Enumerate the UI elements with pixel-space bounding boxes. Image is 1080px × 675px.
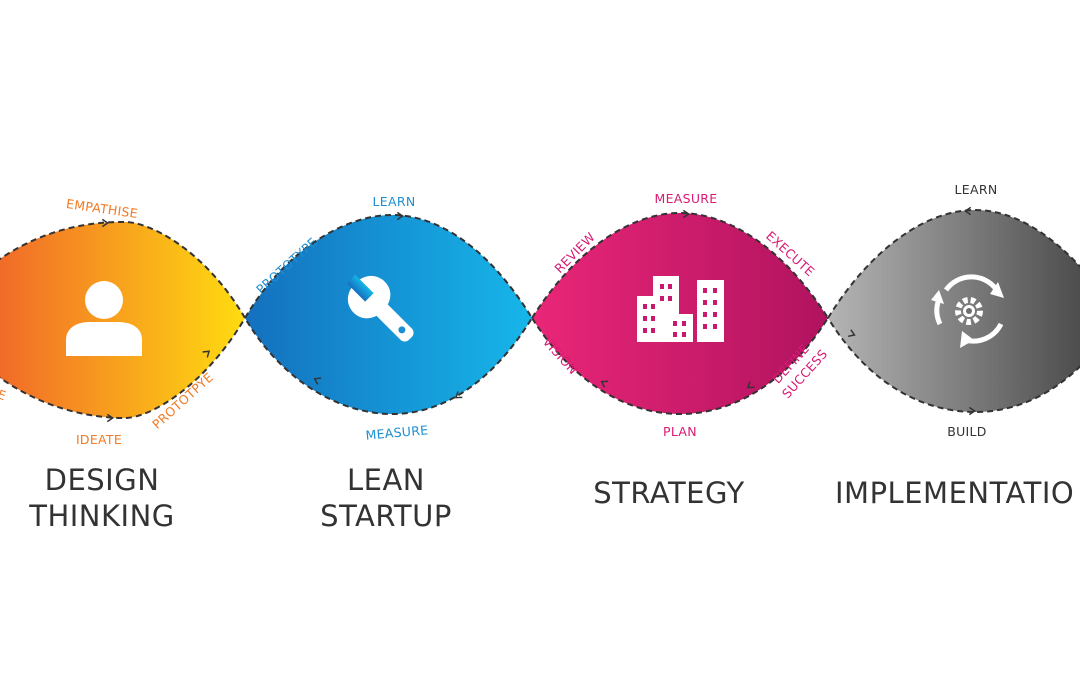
label-build: BUILD <box>947 424 987 439</box>
label-clipped-left: E <box>0 386 8 403</box>
phase-title-lean-line2: STARTUP <box>320 499 452 533</box>
phase-title-design-line1: DESIGN <box>45 463 160 497</box>
lean-startup-dashed-outline <box>243 213 534 416</box>
wrench-icon <box>346 274 414 342</box>
implementation-shape <box>828 210 1080 412</box>
phase-strategy: MEASURE REVIEW EXECUTE VISION DEFINE SUC… <box>530 191 830 510</box>
phase-title-implementation: IMPLEMENTATIO <box>835 476 1074 510</box>
phase-lean-startup: LEARN PROTOTYPE MEASURE LEAN STARTUP <box>243 194 534 533</box>
label-plan: PLAN <box>663 424 697 439</box>
phase-design-thinking: EMPATHISE IDEATE PROTOTPYE E DESIGN THIN… <box>0 196 247 533</box>
label-learn-impl: LEARN <box>955 182 998 197</box>
implementation-dashed-outline <box>826 208 1080 414</box>
label-measure-strategy: MEASURE <box>654 191 717 206</box>
label-measure: MEASURE <box>365 422 429 442</box>
design-thinking-shape <box>0 222 245 418</box>
person-icon <box>66 281 142 356</box>
gear-cycle-icon <box>931 274 1004 348</box>
phase-title-strategy: STRATEGY <box>593 476 744 510</box>
label-learn: LEARN <box>373 194 416 209</box>
strategy-dashed-outline <box>530 211 830 416</box>
phase-title-lean-line1: LEAN <box>347 463 425 497</box>
label-empathise: EMPATHISE <box>65 196 139 221</box>
buildings-icon <box>637 276 724 342</box>
phase-implementation: LEARN BUILD IMPLEMENTATIO <box>826 182 1080 510</box>
strategy-shape <box>532 213 828 414</box>
phase-title-design-line2: THINKING <box>28 499 175 533</box>
label-ideate: IDEATE <box>76 432 122 447</box>
